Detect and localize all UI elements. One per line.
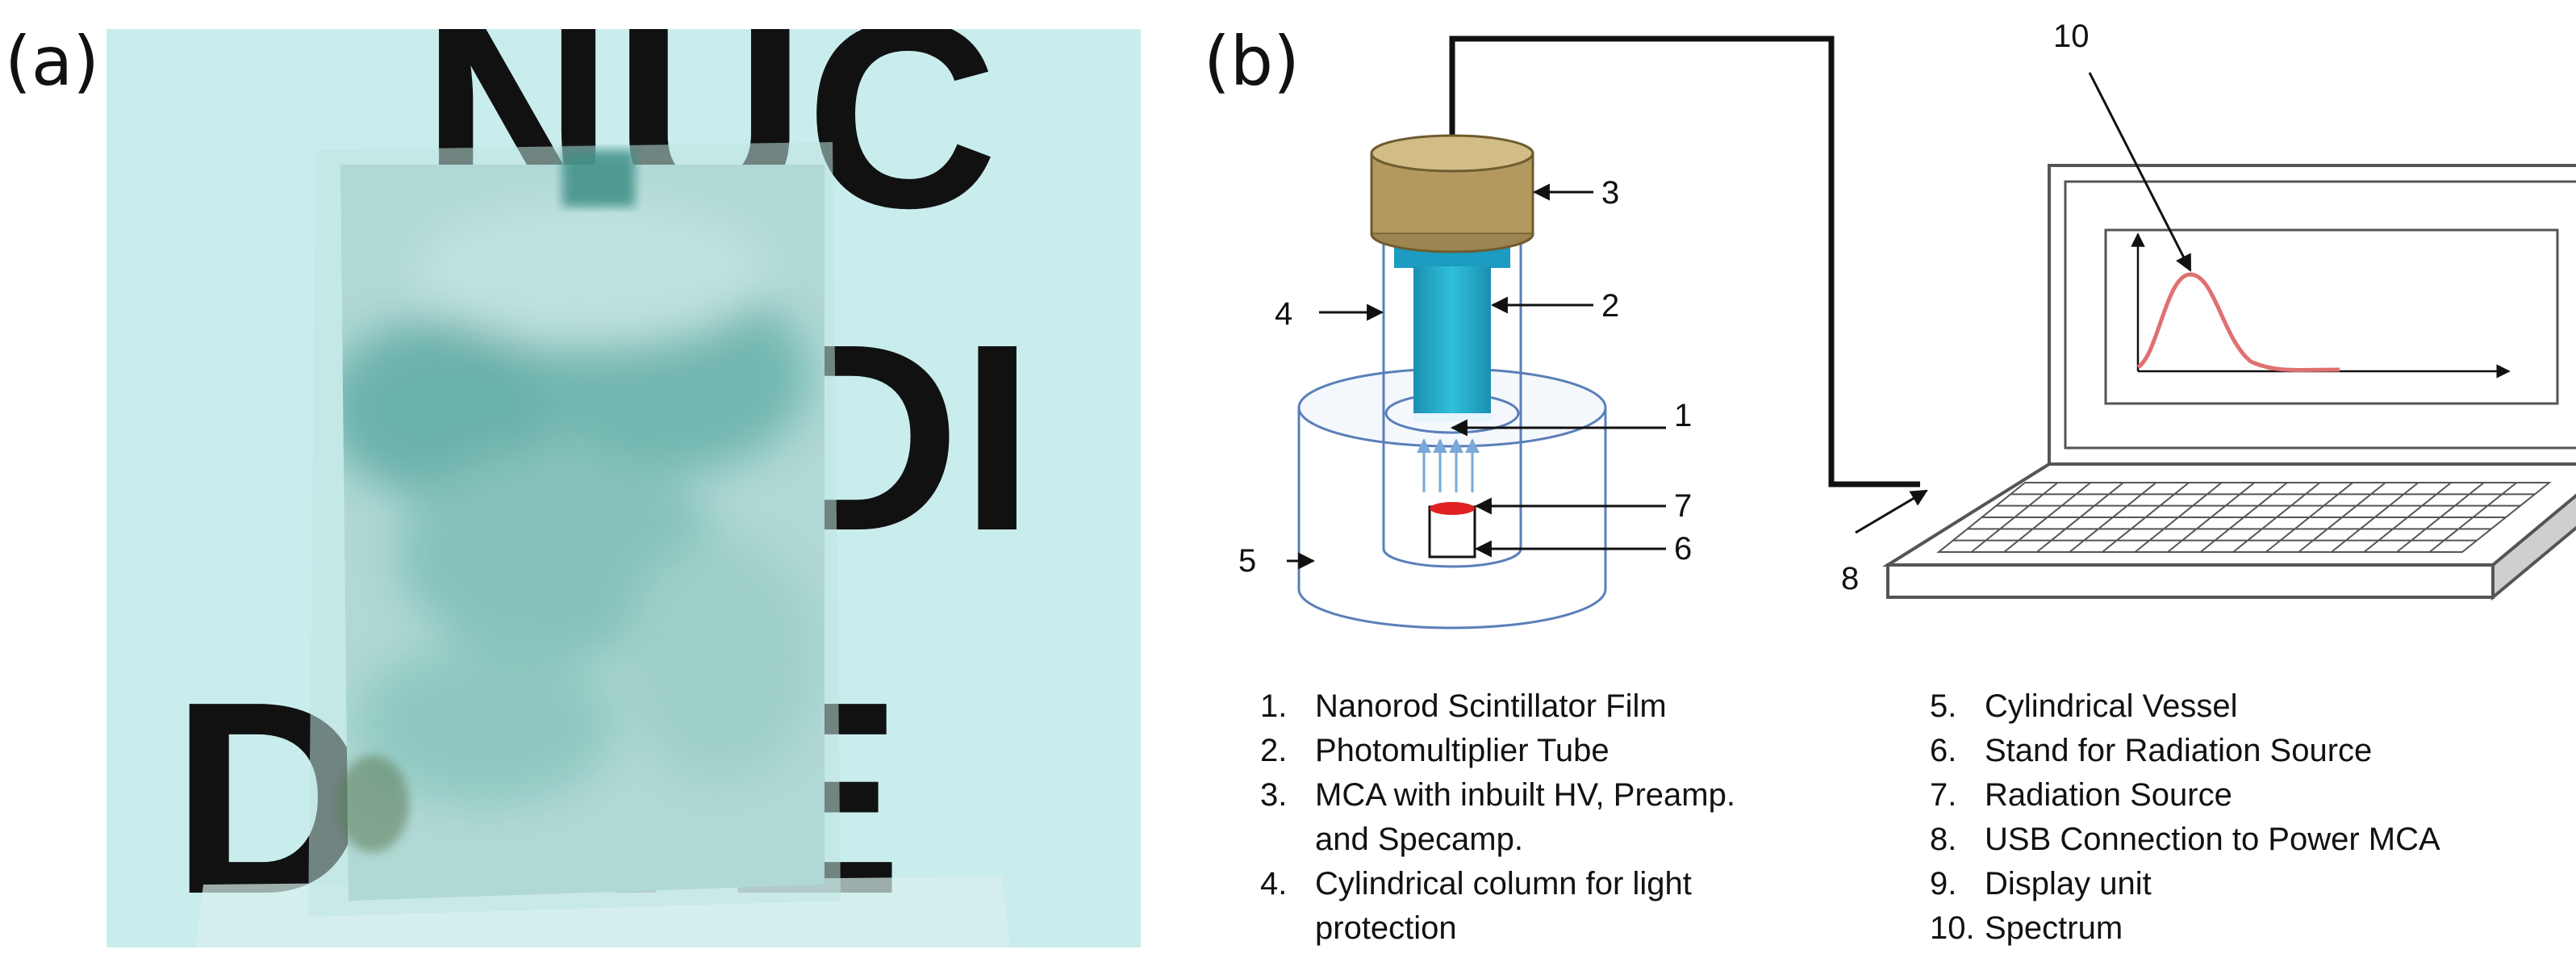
legend-item-5: 5. Cylindrical Vessel [1930,684,2440,729]
mca-unit [1370,134,1534,253]
film-tab [562,150,635,207]
legend-item-7: 7. Radiation Source [1930,773,2440,818]
legend-item-4: 4. Cylindrical column for light [1260,862,1735,906]
panel-label-b: (b) [1204,22,1300,101]
callout-8: 8 [1841,561,1859,596]
callout-arrow-8 [1855,489,1928,534]
legend-left-column: 1. Nanorod Scintillator Film 2. Photomulti… [1260,684,1735,951]
callout-6: 6 [1674,531,1692,567]
legend-text: USB Connection to Power MCA [1985,822,2440,857]
usb-cable [1449,36,1920,487]
legend-text: Radiation Source [1985,777,2232,813]
legend-item-4-cont: protection [1260,906,1735,951]
display-screen [2104,228,2559,405]
legend-num: 6. [1930,733,1957,768]
callout-3: 3 [1601,175,1619,211]
legend-item-8: 8. USB Connection to Power MCA [1930,818,2440,862]
legend-num: 2. [1260,733,1288,768]
nanorod-film [340,165,825,901]
scintillator-film-photo: NUC DI DETE [106,29,1141,948]
legend-item-1: 1. Nanorod Scintillator Film [1260,684,1735,729]
legend-text: Photomultiplier Tube [1315,733,1609,768]
callout-5: 5 [1238,543,1256,579]
callout-numbers: 3 2 4 1 7 6 5 8 9 10 [1238,19,2090,596]
legend-num: 10. [1930,910,1975,946]
legend-text: Spectrum [1985,910,2123,946]
callout-1: 1 [1674,398,1692,433]
source-stand [1428,505,1476,558]
legend-text: Cylindrical column for light [1315,866,1692,902]
legend-right-column: 5. Cylindrical Vessel 6. Stand for Radiati… [1930,684,2440,951]
callout-4: 4 [1275,296,1292,332]
legend-text: Display unit [1985,866,2152,902]
callouts [1287,72,2192,570]
legend-num: 8. [1930,822,1957,857]
legend-item-6: 6. Stand for Radiation Source [1930,729,2440,773]
callout-10: 10 [2053,19,2090,54]
legend-num: 3. [1260,777,1288,813]
callout-2: 2 [1601,288,1619,324]
setup-schematic: 3 2 4 1 7 6 5 8 9 10 [1238,19,2576,630]
legend-num: 7. [1930,777,1957,813]
spectrum-plot [2131,232,2511,379]
legend-text: Nanorod Scintillator Film [1315,688,1667,724]
legend-num: 4. [1260,866,1288,902]
legend-item-10: 10. Spectrum [1930,906,2440,951]
legend-text: and Specamp. [1315,822,1523,857]
legend-item-3-cont: and Specamp. [1260,818,1735,862]
callout-arrow-10 [2088,72,2192,272]
legend-text: Stand for Radiation Source [1985,733,2373,768]
laptop [1882,164,2576,601]
legend-item-3: 3. MCA with inbuilt HV, Preamp. [1260,773,1735,818]
legend-num: 1. [1260,688,1288,724]
laptop-base [1882,462,2576,567]
legend-num: 9. [1930,866,1957,902]
scintillation-light-rays [1417,438,1480,492]
legend-text: protection [1315,910,1457,946]
legend-num: 5. [1930,688,1957,724]
radiation-source [1430,502,1475,515]
legend-text: MCA with inbuilt HV, Preamp. [1315,777,1735,813]
keyboard [1936,482,2552,553]
panel-label-a: (a) [5,22,100,101]
legend-text: Cylindrical Vessel [1985,688,2238,724]
legend-item-9: 9. Display unit [1930,862,2440,906]
film-corner-shadow [336,755,409,852]
callout-7: 7 [1674,488,1692,524]
spectrum-curve [2136,272,2340,373]
legend-item-2: 2. Photomultiplier Tube [1260,729,1735,773]
